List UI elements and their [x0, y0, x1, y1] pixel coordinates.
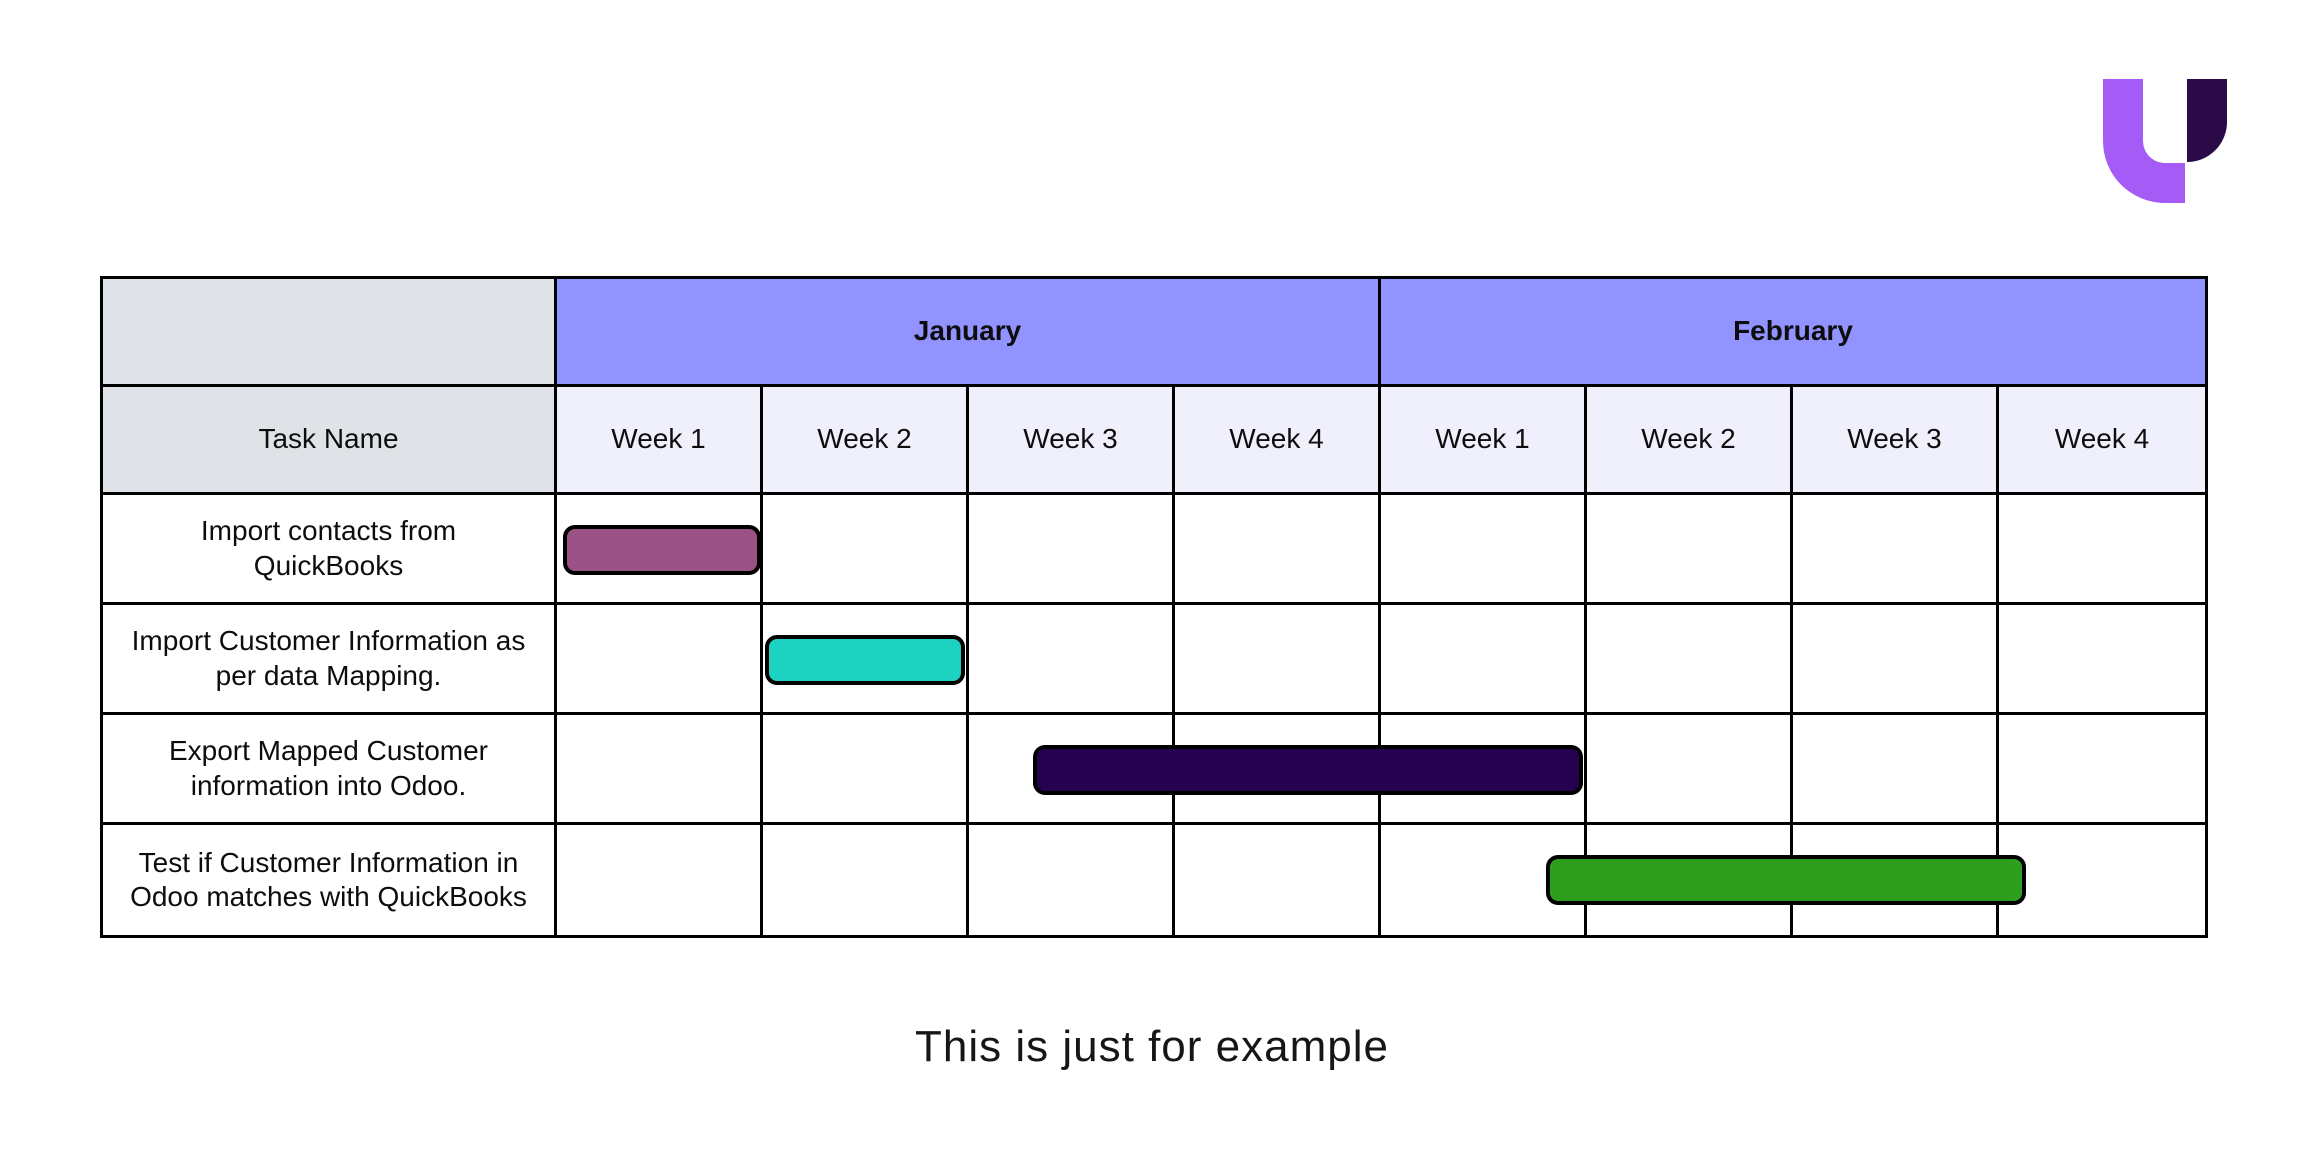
grid-cell: [969, 495, 1175, 605]
grid-cell: [1587, 715, 1793, 825]
grid-cell: [763, 605, 969, 715]
grid-cell: [1381, 825, 1587, 935]
grid-cell: [1381, 495, 1587, 605]
task-name-header: Task Name: [103, 387, 557, 495]
week-header-january-2: Week 2: [763, 387, 969, 495]
task-name-cell: Import contacts from QuickBooks: [103, 495, 557, 605]
grid-cell: [1175, 715, 1381, 825]
grid-cell: [1793, 605, 1999, 715]
logo-dark-shape: [2187, 79, 2227, 162]
grid-cell: [1175, 605, 1381, 715]
grid-cell: [557, 715, 763, 825]
grid-cell: [1793, 825, 1999, 935]
logo-light-shape: [2103, 79, 2185, 203]
grid-cell: [969, 825, 1175, 935]
gantt-chart: January February Task Name Week 1 Week 2…: [100, 276, 2208, 938]
grid-cell: [969, 605, 1175, 715]
month-header-february: February: [1381, 279, 2205, 387]
grid-cell: [1793, 715, 1999, 825]
month-header-january: January: [557, 279, 1381, 387]
grid-cell: [557, 825, 763, 935]
grid-cell: [969, 715, 1175, 825]
grid-cell: [1587, 605, 1793, 715]
week-header-january-1: Week 1: [557, 387, 763, 495]
grid-cell: [1999, 495, 2205, 605]
grid-cell: [1381, 715, 1587, 825]
grid-cell: [1175, 825, 1381, 935]
grid-cell: [1999, 825, 2205, 935]
grid-cell: [557, 495, 763, 605]
week-header-january-4: Week 4: [1175, 387, 1381, 495]
grid-cell: [1793, 495, 1999, 605]
week-header-february-1: Week 1: [1381, 387, 1587, 495]
grid-cell: [1999, 715, 2205, 825]
grid-cell: [763, 715, 969, 825]
grid-cell: [763, 825, 969, 935]
gantt-grid: January February Task Name Week 1 Week 2…: [100, 276, 2208, 938]
task-name-cell: Export Mapped Customer information into …: [103, 715, 557, 825]
grid-cell: [557, 605, 763, 715]
grid-cell: [1175, 495, 1381, 605]
week-header-february-3: Week 3: [1793, 387, 1999, 495]
caption-text: This is just for example: [915, 1022, 1389, 1071]
week-header-january-3: Week 3: [969, 387, 1175, 495]
corner-cell: [103, 279, 557, 387]
task-name-cell: Test if Customer Information in Odoo mat…: [103, 825, 557, 935]
grid-cell: [1999, 605, 2205, 715]
grid-cell: [763, 495, 969, 605]
week-header-february-2: Week 2: [1587, 387, 1793, 495]
company-logo: [2103, 79, 2227, 203]
grid-cell: [1587, 495, 1793, 605]
week-header-february-4: Week 4: [1999, 387, 2205, 495]
grid-cell: [1381, 605, 1587, 715]
task-name-cell: Import Customer Information as per data …: [103, 605, 557, 715]
grid-cell: [1587, 825, 1793, 935]
